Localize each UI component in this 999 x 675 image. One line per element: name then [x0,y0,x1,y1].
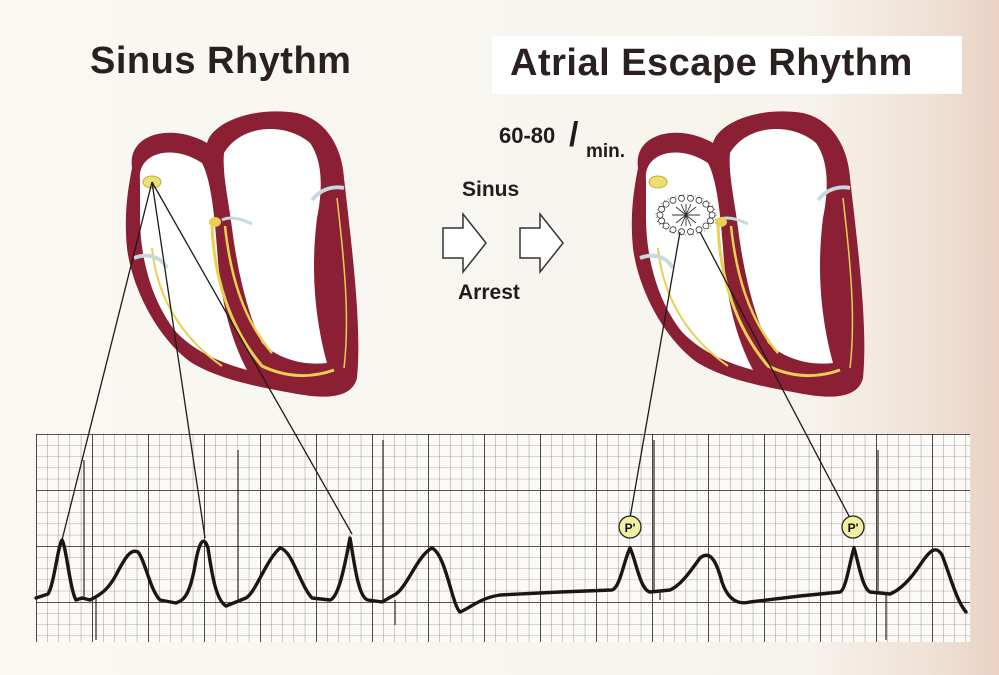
p-wave-marker: P' [842,516,864,538]
ecg-grid [36,434,970,642]
arrow-right-icon [443,214,486,272]
p-wave-marker: P' [619,516,641,538]
sa-node [649,176,667,188]
ecg-strip [36,434,970,642]
heart-diagram-right [632,111,865,396]
p-wave-label: P' [848,521,859,535]
heart-diagram-left [126,111,359,396]
p-wave-label: P' [625,521,636,535]
av-node [715,217,727,227]
arrow-right-icon [520,214,563,272]
av-node [209,217,221,227]
